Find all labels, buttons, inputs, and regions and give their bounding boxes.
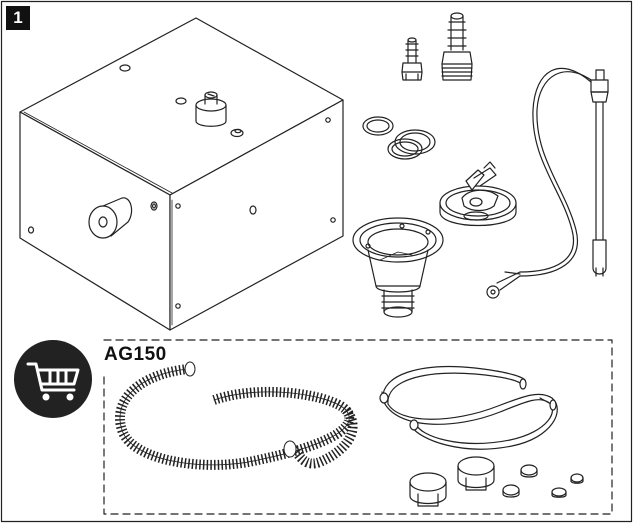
filler-neck-flange <box>352 217 444 318</box>
sealing-rings <box>362 116 436 160</box>
corrugated-hose <box>115 361 358 470</box>
filler-cap <box>439 161 517 226</box>
tank-box <box>19 17 344 331</box>
kit-dashed-border <box>103 339 613 515</box>
step-number-badge: 1 <box>6 6 30 30</box>
large-hose-barb <box>441 12 473 81</box>
fuel-line-coil <box>379 365 558 450</box>
shopping-cart-icon <box>26 362 80 401</box>
small-hose-barb <box>401 37 423 81</box>
hose-clamps <box>409 456 584 507</box>
kit-label: AG150 <box>104 344 167 365</box>
shopping-cart-button[interactable] <box>14 340 92 418</box>
level-sensor <box>486 67 609 299</box>
